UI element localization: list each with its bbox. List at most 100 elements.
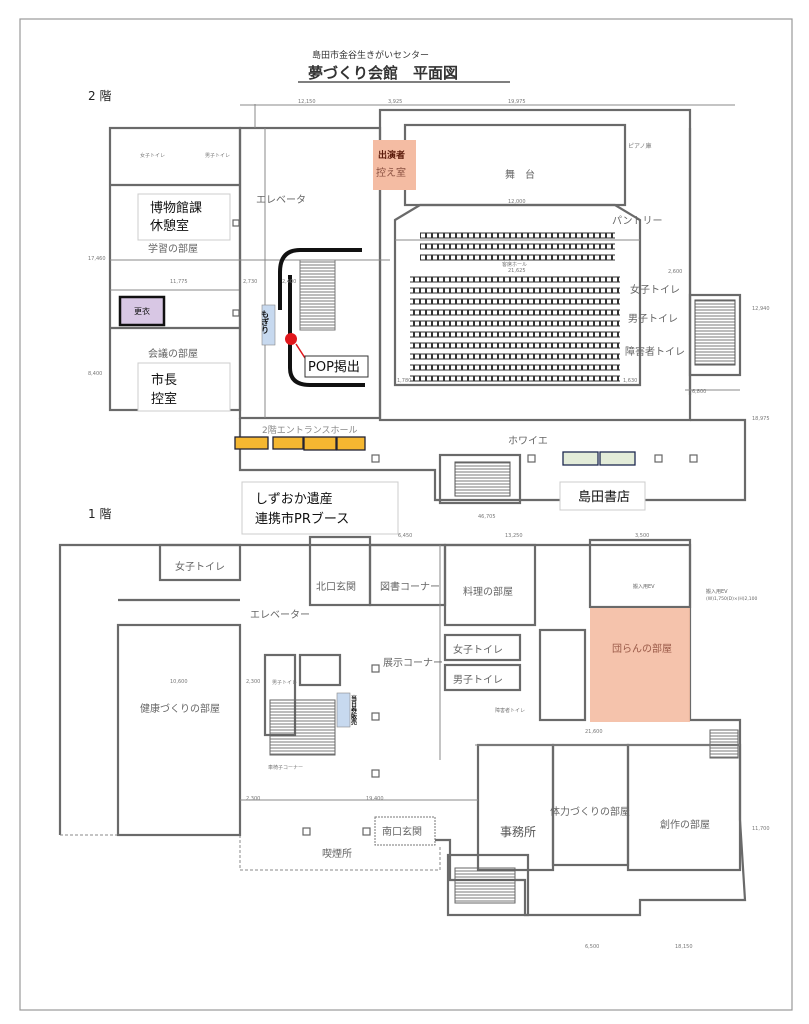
- elevator-label: エレベータ: [256, 194, 306, 206]
- pr-booth-label: しずおか遺産: [255, 491, 333, 507]
- south-entrance-label: 南口玄関: [382, 825, 422, 838]
- loading-ev-label: 搬入用EV: [706, 588, 728, 595]
- stair-guide-inner: [288, 275, 365, 387]
- svg-text:18,150: 18,150: [675, 944, 693, 950]
- foyer-label: ホワイエ: [508, 435, 548, 447]
- changing-room-label: 更衣: [134, 306, 150, 316]
- page-border: [19, 18, 793, 1011]
- meeting-room-label: 会議の部屋: [148, 347, 198, 360]
- svg-text:12,940: 12,940: [752, 306, 770, 312]
- svg-text:2,730: 2,730: [243, 279, 257, 285]
- svg-text:2,400: 2,400: [282, 279, 296, 285]
- pop-label: POP掲出: [308, 359, 360, 375]
- women-wc-small-label: 女子トイレ: [140, 152, 165, 159]
- svg-text:19,975: 19,975: [508, 99, 526, 105]
- svg-text:11,775: 11,775: [170, 279, 188, 285]
- svg-text:21,600: 21,600: [585, 729, 603, 735]
- bookstore-table: [599, 451, 636, 466]
- floor1-columns: [302, 664, 380, 836]
- floor1-label: 1 階: [88, 506, 111, 521]
- changing-room: [118, 295, 166, 327]
- loading-ev-size: (W)1,750(D)×(H)2,100: [706, 596, 758, 602]
- floor2-walls: [108, 104, 747, 505]
- columns: [232, 219, 698, 463]
- accessible-wc-1f-label: 障害者トイレ: [495, 707, 525, 714]
- seating-front: [420, 232, 615, 264]
- booth-table: [234, 436, 269, 450]
- floor2-dimensions: 12,150 3,925 19,975 12,000 21,625 11,775…: [88, 99, 770, 520]
- bookstore-label: 島田書店: [578, 490, 630, 505]
- svg-text:17,460: 17,460: [88, 256, 106, 262]
- page-title: 夢づくり会館 平面図: [308, 64, 458, 82]
- svg-text:1,780: 1,780: [397, 378, 411, 384]
- office-label: 事務所: [500, 825, 536, 839]
- svg-text:2,300: 2,300: [246, 796, 260, 802]
- ticket-check-label: もぎり: [261, 310, 270, 334]
- men-wc-small-1f-label: 男子トイレ: [272, 679, 297, 686]
- svg-text:6,500: 6,500: [585, 944, 599, 950]
- svg-text:12,000: 12,000: [508, 199, 526, 205]
- cooking-room-label: 料理の部屋: [463, 585, 513, 598]
- performer-room: [373, 140, 416, 190]
- floor1-dimensions: 6,450 13,250 3,500 10,600 2,300 2,300 19…: [170, 533, 770, 950]
- accessible-wc-label: 障害者トイレ: [625, 345, 685, 358]
- library-label: 図書コーナー: [380, 580, 440, 593]
- mayor-room-box: [137, 362, 231, 412]
- entrance-hall-label: 2階エントランスホール: [262, 425, 358, 436]
- svg-text:2,600: 2,600: [668, 269, 682, 275]
- health-room-label: 健康づくりの部屋: [140, 702, 220, 715]
- north-entrance-label: 北口玄関: [316, 580, 356, 593]
- women-wc-label: 女子トイレ: [630, 283, 680, 296]
- pop-box: [304, 355, 369, 378]
- booth-table: [272, 436, 304, 450]
- pr-booth-label-2: 連携市PRブース: [255, 511, 349, 527]
- hall-label: 客席ホール: [502, 261, 527, 268]
- fitness-room-label: 体力づくりの部屋: [550, 805, 630, 818]
- floor2-label: 2 階: [88, 88, 111, 103]
- stage-label: 舞 台: [505, 168, 535, 181]
- mayor-room-label-2: 控室: [151, 391, 177, 407]
- men-wc-label: 男子トイレ: [628, 313, 678, 325]
- svg-text:3,500: 3,500: [635, 533, 649, 539]
- svg-text:8,400: 8,400: [88, 371, 102, 377]
- piano-room-label: ピアノ庫: [628, 142, 651, 150]
- svg-text:1,630: 1,630: [623, 378, 637, 384]
- svg-text:6,800: 6,800: [692, 389, 706, 395]
- svg-text:46,705: 46,705: [478, 514, 496, 520]
- seating-rear: [410, 272, 620, 382]
- performer-room-label: 出演者: [378, 149, 405, 161]
- svg-text:19,400: 19,400: [366, 796, 384, 802]
- svg-text:13,250: 13,250: [505, 533, 523, 539]
- women-wc-2-label: 女子トイレ: [453, 643, 503, 656]
- men-wc-2-label: 男子トイレ: [453, 674, 503, 686]
- stair-guide-outer: [278, 248, 362, 310]
- floor1-walls: [58, 535, 747, 917]
- svg-text:6,450: 6,450: [398, 533, 412, 539]
- south-entrance-box: [374, 816, 436, 846]
- pantry-label: パントリー: [612, 215, 663, 227]
- mayor-room-label: 市長: [151, 372, 177, 388]
- pop-arrow: [295, 343, 306, 359]
- bookstore-table: [562, 451, 599, 466]
- study-room-label: 学習の部屋: [148, 242, 198, 255]
- pr-booth-tables: [234, 436, 366, 451]
- smoking-area-label: 喫煙所: [322, 848, 352, 860]
- ticket-sales-marker: [336, 692, 351, 728]
- booth-table: [336, 436, 366, 451]
- craft-room-label: 創作の部屋: [660, 818, 710, 831]
- pr-booth-box: [241, 481, 399, 535]
- wheelchair-corner-label: 車椅子コーナー: [268, 764, 303, 771]
- subtitle: 島田市金谷生きがいセンター: [312, 49, 429, 61]
- pop-location-dot: [285, 333, 297, 345]
- ticket-sales-label: 当日券販売: [350, 694, 358, 726]
- women-wc-1f-label: 女子トイレ: [175, 560, 225, 573]
- bookstore-box: [559, 481, 646, 511]
- ticket-check-marker: [261, 304, 276, 346]
- exhibit-corner-label: 展示コーナー: [383, 657, 443, 669]
- loading-room-label: 搬入用EV: [633, 583, 655, 590]
- museum-rest-room-box: [137, 193, 231, 241]
- svg-text:10,600: 10,600: [170, 679, 188, 685]
- danran-room: [590, 608, 690, 722]
- svg-text:21,625: 21,625: [508, 268, 526, 274]
- museum-rest-room-label-2: 休憩室: [150, 218, 189, 234]
